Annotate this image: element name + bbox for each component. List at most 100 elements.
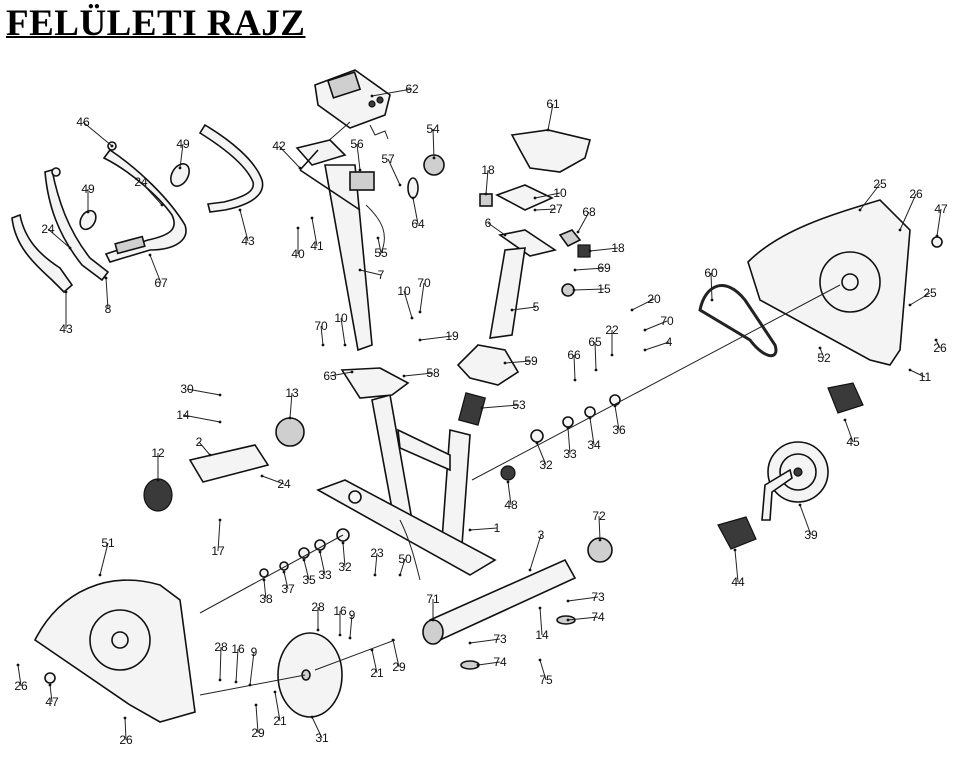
callout-dot-5	[510, 308, 514, 312]
part-number-57: 57	[381, 152, 395, 166]
callout-dot-68	[576, 230, 580, 234]
crank-parts	[143, 394, 621, 512]
part-number-18: 18	[481, 163, 495, 177]
callout-leader-37	[283, 571, 289, 590]
callout-leader-51	[99, 542, 109, 576]
part-number-44: 44	[731, 575, 745, 589]
callout-leader-26	[935, 339, 941, 349]
part-number-53: 53	[512, 398, 526, 412]
callout-dot-39	[798, 503, 802, 507]
handlebar-assembly	[11, 123, 264, 294]
callout-leader-73	[567, 596, 599, 602]
seat-assembly	[456, 129, 591, 426]
part-number-10: 10	[553, 186, 567, 200]
callout-leader-60	[710, 272, 713, 301]
callout-dot-47	[48, 683, 52, 687]
callout-dot-1	[468, 528, 472, 532]
part-number-18: 18	[611, 241, 625, 255]
callout-dot-28	[316, 628, 320, 632]
callout-leader-62	[371, 88, 413, 97]
callout-dot-16	[338, 633, 342, 637]
part-number-69: 69	[597, 261, 611, 275]
callout-leader-4	[644, 341, 670, 351]
callout-leader-25	[909, 292, 931, 306]
callout-leader-58	[403, 372, 434, 377]
part-number-68: 68	[582, 205, 596, 219]
callout-dot-16	[234, 680, 238, 684]
callout-dot-8	[104, 276, 108, 280]
callout-leader-3	[529, 534, 542, 571]
part-number-51: 51	[101, 536, 115, 550]
callout-leader-72	[598, 515, 601, 541]
part-number-29: 29	[251, 726, 265, 740]
part-number-45: 45	[846, 435, 860, 449]
callout-dot-26	[934, 338, 938, 342]
part-number-43: 43	[241, 234, 255, 248]
part-number-33: 33	[318, 568, 332, 582]
callout-leader-10	[403, 290, 413, 319]
callout-dot-11	[908, 368, 912, 372]
callout-dot-60	[710, 298, 714, 302]
callout-dot-49	[178, 166, 182, 170]
part-number-3: 3	[538, 528, 545, 542]
part-number-16: 16	[231, 642, 245, 656]
callout-leader-54	[432, 128, 435, 159]
callout-leader-1	[469, 527, 498, 531]
part-number-41: 41	[310, 239, 324, 253]
part-number-38: 38	[259, 592, 273, 606]
callout-leader-42	[278, 145, 301, 169]
callout-dot-28	[218, 678, 222, 682]
callout-dot-36	[613, 404, 617, 408]
right-cover	[747, 199, 943, 366]
callout-dot-73	[468, 641, 472, 645]
callout-dot-51	[98, 573, 102, 577]
callout-dot-22	[610, 353, 614, 357]
callout-dot-54	[432, 156, 436, 160]
part-number-14: 14	[176, 408, 190, 422]
part-number-60: 60	[704, 266, 718, 280]
part-number-28: 28	[214, 640, 228, 654]
callout-dot-32	[341, 541, 345, 545]
callout-dot-15	[572, 288, 576, 292]
callout-dot-26	[16, 663, 20, 667]
callout-leader-32	[342, 542, 346, 568]
belt-pulley	[698, 284, 864, 550]
part-number-63: 63	[323, 369, 337, 383]
callout-leader-50	[399, 558, 406, 576]
part-number-14: 14	[535, 628, 549, 642]
part-number-1: 1	[494, 521, 501, 535]
part-number-13: 13	[285, 386, 299, 400]
callout-leader-35	[303, 559, 310, 581]
callout-dot-10	[343, 343, 347, 347]
callout-leader-26	[899, 193, 917, 231]
callout-dot-21	[370, 648, 374, 652]
callout-leader-74	[567, 616, 599, 621]
callout-leader-29	[392, 639, 400, 668]
callout-leader-48	[507, 481, 512, 506]
part-number-31: 31	[315, 731, 329, 745]
part-number-55: 55	[374, 246, 388, 260]
callout-dot-65	[594, 368, 598, 372]
callout-leader-24	[261, 475, 285, 485]
callout-leader-14	[182, 414, 221, 423]
callout-dot-6	[503, 233, 507, 237]
callout-dot-73	[566, 599, 570, 603]
callout-leader-20	[631, 298, 655, 311]
callout-dot-23	[373, 573, 377, 577]
callout-dot-10	[410, 316, 414, 320]
callout-dot-66	[573, 378, 577, 382]
console-assembly	[295, 69, 391, 352]
flywheel	[199, 632, 396, 718]
part-number-27: 27	[549, 202, 563, 216]
callout-leader-30	[186, 388, 221, 396]
callout-leader-38	[263, 579, 267, 600]
part-number-50: 50	[398, 552, 412, 566]
callout-dot-29	[254, 703, 258, 707]
part-number-25: 25	[923, 286, 937, 300]
part-number-20: 20	[647, 292, 661, 306]
callout-dot-33	[566, 426, 570, 430]
callout-leader-63	[329, 371, 353, 377]
part-number-19: 19	[445, 329, 459, 343]
callout-dot-19	[418, 338, 422, 342]
